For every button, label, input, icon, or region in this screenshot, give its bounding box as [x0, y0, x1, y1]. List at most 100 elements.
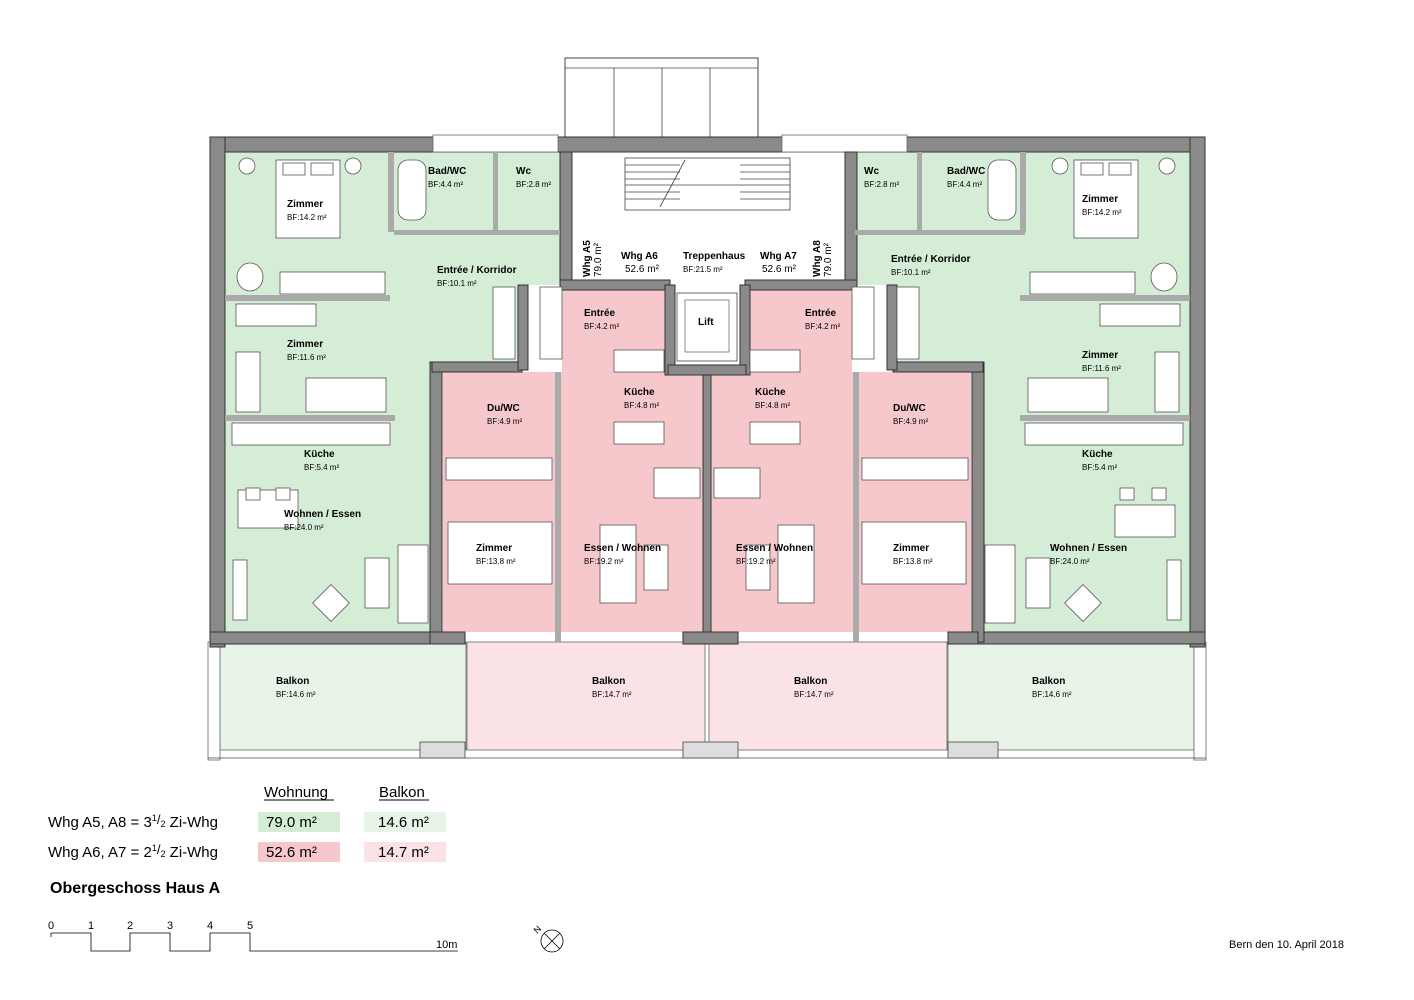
room-label-l-wc: Wc BF:2.8 m² — [516, 166, 551, 189]
scale-end-label: 10m — [436, 939, 457, 951]
room-name: Zimmer — [893, 543, 929, 554]
room-area: BF:14.6 m² — [1032, 690, 1072, 699]
plan-date: Bern den 10. April 2018 — [1229, 939, 1344, 951]
room-area: BF:14.2 m² — [287, 213, 327, 222]
unit-area: 52.6 m² — [625, 264, 660, 275]
room-name: Wc — [864, 166, 879, 177]
unit-label-a8: Whg A8 79.0 m² — [812, 240, 834, 277]
room-label-ml-essen: Essen / Wohnen BF:19.2 m² — [584, 543, 661, 566]
scale-tick: 2 — [127, 920, 133, 932]
unit-area: 52.6 m² — [762, 264, 797, 275]
room-name: Balkon — [592, 676, 625, 687]
room-label-treppenhaus: Treppenhaus BF:21.5 m² — [683, 251, 746, 274]
room-name: Zimmer — [287, 199, 323, 210]
room-area: BF:5.4 m² — [304, 463, 339, 472]
room-area: BF:4.9 m² — [893, 417, 928, 426]
room-name: Du/WC — [893, 403, 926, 414]
room-label-ml-kueche: Küche BF:4.8 m² — [624, 387, 659, 410]
room-label-mr-balkon: Balkon BF:14.7 m² — [794, 676, 834, 699]
room-area: BF:21.5 m² — [683, 265, 723, 274]
room-name: Zimmer — [287, 339, 323, 350]
room-name: Entrée — [584, 308, 616, 319]
unit-name: Whg A8 — [812, 240, 823, 277]
room-area: BF:4.4 m² — [947, 180, 982, 189]
room-area: BF:10.1 m² — [437, 279, 477, 288]
room-area: BF:13.8 m² — [893, 557, 933, 566]
room-name: Bad/WC — [428, 166, 466, 177]
roof-top-projection — [564, 57, 759, 139]
legend-swatch-balkon — [364, 812, 446, 832]
room-name: Balkon — [1032, 676, 1065, 687]
unit-label-a7: Whg A7 52.6 m² — [760, 251, 797, 275]
room-name: Küche — [1082, 449, 1113, 460]
legend-value-balkon: 14.6 m² — [378, 814, 429, 831]
legend-swatch-balkon — [364, 842, 446, 862]
room-area: BF:4.8 m² — [624, 401, 659, 410]
room-name: Zimmer — [1082, 350, 1118, 361]
legend-swatch-wohnung — [258, 812, 340, 832]
staircase — [624, 157, 791, 211]
room-label-mr-kueche: Küche BF:4.8 m² — [755, 387, 790, 410]
room-name: Wc — [516, 166, 531, 177]
furniture-middle — [445, 286, 969, 604]
scale-tick: 1 — [88, 920, 94, 932]
room-label-l-zimmer1: Zimmer BF:14.2 m² — [287, 199, 327, 222]
room-area: BF:10.1 m² — [891, 268, 931, 277]
room-label-ml-balkon: Balkon BF:14.7 m² — [592, 676, 632, 699]
furniture-left — [231, 157, 429, 624]
room-name: Küche — [755, 387, 786, 398]
room-name: Küche — [304, 449, 335, 460]
legend-row: Whg A6, A7 = 21/2 Zi-Whg 52.6 m² 14.7 m² — [48, 842, 446, 862]
room-label-r-zimmer1: Zimmer BF:14.2 m² — [1082, 194, 1122, 217]
room-area: BF:4.4 m² — [428, 180, 463, 189]
room-label-r-bad: Bad/WC BF:4.4 m² — [947, 166, 985, 189]
room-area: BF:11.6 m² — [1082, 364, 1121, 373]
room-label-l-balkon: Balkon BF:14.6 m² — [276, 676, 316, 699]
plan-title: Obergeschoss Haus A — [50, 880, 221, 897]
room-area: BF:24.0 m² — [1050, 557, 1090, 566]
room-label-r-balkon: Balkon BF:14.6 m² — [1032, 676, 1072, 699]
room-label-mr-entree: Entrée BF:4.2 m² — [805, 308, 840, 331]
lift-shaft — [676, 292, 738, 362]
room-label-lift: Lift — [698, 317, 714, 328]
room-name: Entrée — [805, 308, 837, 319]
room-name: Balkon — [276, 676, 309, 687]
room-name: Wohnen / Essen — [284, 509, 361, 520]
scale-bar: 0 1 2 3 4 5 10m — [48, 920, 458, 952]
room-name: Wohnen / Essen — [1050, 543, 1127, 554]
legend-value-wohnung: 52.6 m² — [266, 844, 317, 861]
room-label-r-wohnen: Wohnen / Essen BF:24.0 m² — [1050, 543, 1127, 566]
room-area: BF:4.8 m² — [755, 401, 790, 410]
unit-name: Whg A7 — [760, 251, 797, 262]
legend-row-label: Whg A6, A7 = 21/2 Zi-Whg — [48, 842, 218, 861]
room-area: BF:19.2 m² — [736, 557, 776, 566]
room-name: Lift — [698, 317, 714, 328]
legend-value-wohnung: 79.0 m² — [266, 814, 317, 831]
room-area: BF:4.2 m² — [584, 322, 619, 331]
room-label-r-wc: Wc BF:2.8 m² — [864, 166, 899, 189]
room-name: Treppenhaus — [683, 251, 746, 262]
legend-row-label: Whg A5, A8 = 31/2 Zi-Whg — [48, 812, 218, 831]
room-name: Entrée / Korridor — [891, 254, 971, 265]
unit-name: Whg A5 — [582, 240, 593, 277]
room-area: BF:2.8 m² — [516, 180, 551, 189]
room-label-ml-zimmer: Zimmer BF:13.8 m² — [476, 543, 516, 566]
room-area: BF:14.7 m² — [794, 690, 834, 699]
legend-value-balkon: 14.7 m² — [378, 844, 429, 861]
room-label-l-kueche: Küche BF:5.4 m² — [304, 449, 339, 472]
room-area: BF:14.7 m² — [592, 690, 632, 699]
legend: Wohnung Balkon Whg A5, A8 = 31/2 Zi-Whg … — [48, 784, 446, 862]
room-area: BF:14.6 m² — [276, 690, 316, 699]
room-label-l-entree: Entrée / Korridor BF:10.1 m² — [437, 265, 517, 288]
room-name: Zimmer — [476, 543, 512, 554]
room-area: BF:13.8 m² — [476, 557, 516, 566]
legend-row: Whg A5, A8 = 31/2 Zi-Whg 79.0 m² 14.6 m² — [48, 812, 446, 832]
scale-tick: 3 — [167, 920, 173, 932]
room-area: BF:11.6 m² — [287, 353, 326, 362]
room-area: BF:24.0 m² — [284, 523, 324, 532]
unit-area: 79.0 m² — [593, 242, 604, 277]
legend-col-balkon: Balkon — [379, 784, 425, 801]
room-area: BF:19.2 m² — [584, 557, 624, 566]
room-label-ml-duwc: Du/WC BF:4.9 m² — [487, 403, 522, 426]
